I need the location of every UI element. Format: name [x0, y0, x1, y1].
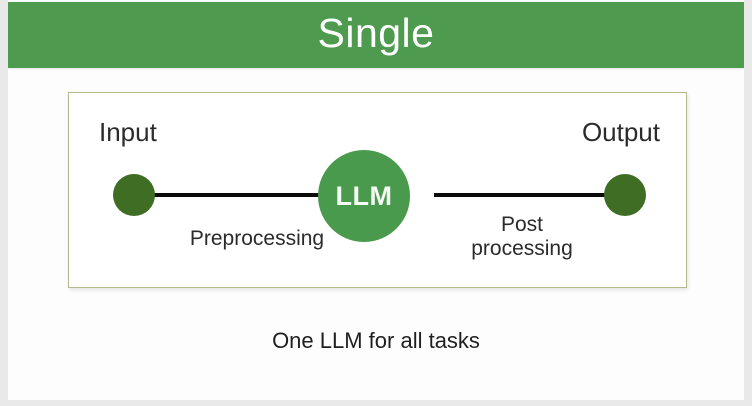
slide-caption: One LLM for all tasks: [272, 328, 480, 353]
output-node-dot: [604, 174, 646, 216]
llm-node-label: LLM: [335, 180, 393, 211]
page-title: Single: [317, 10, 435, 56]
postprocessing-connector-line: [434, 193, 626, 197]
postprocessing-caption: Post processing: [471, 213, 573, 260]
input-node-dot: [113, 174, 155, 216]
preprocessing-connector-line: [133, 193, 325, 197]
slide-canvas: Single Input Output LLM Preprocessing Po…: [8, 0, 744, 400]
llm-node: LLM: [318, 150, 410, 242]
input-label: Input: [99, 117, 157, 147]
slide-header-bar: Single: [8, 2, 744, 68]
output-label: Output: [581, 117, 660, 147]
preprocessing-caption: Preprocessing: [189, 227, 325, 250]
architecture-diagram: Input Output LLM Preprocessing Post proc…: [68, 92, 687, 288]
